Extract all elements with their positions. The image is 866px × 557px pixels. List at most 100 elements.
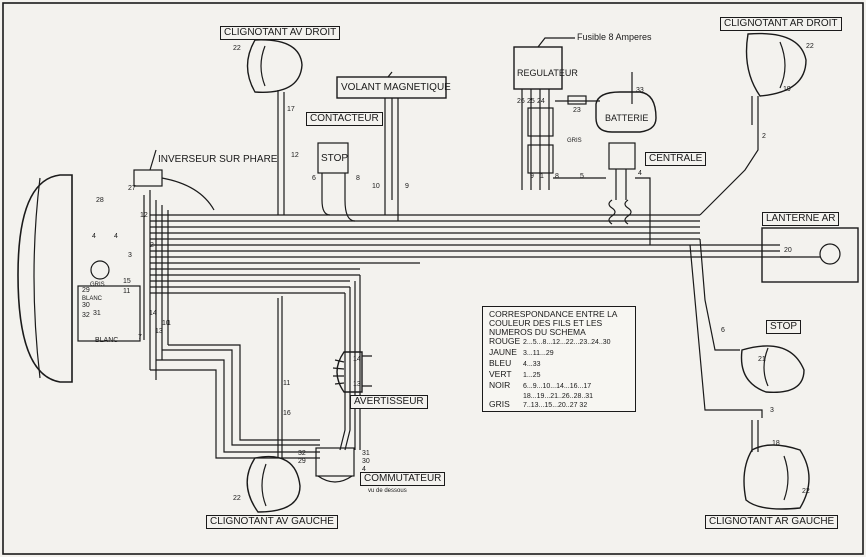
wire-number: 26 xyxy=(517,98,525,105)
headlamp-lens xyxy=(33,177,41,379)
blanc-label-small: BLANC xyxy=(82,296,103,302)
legend-numbers: 3...11...29 xyxy=(523,350,554,357)
lower-harness xyxy=(150,275,361,459)
wire-number: 1 xyxy=(167,320,171,327)
legend-color: NOIR xyxy=(489,380,511,390)
regulateur-wires xyxy=(521,89,550,190)
stop-ar-lens xyxy=(763,347,769,387)
volant-wire-tails xyxy=(384,200,399,221)
centrale-box xyxy=(608,142,636,170)
legend-title: CORRESPONDANCE ENTRE LA COULEUR DES FILS… xyxy=(489,309,617,337)
stop-ar-label: STOP xyxy=(766,320,802,334)
lanterne-ar-bulb xyxy=(819,243,841,265)
clignotant-ar-droit-lens xyxy=(779,41,786,89)
wire-number: 8 xyxy=(555,173,559,180)
centrale-coil-2 xyxy=(624,199,632,225)
legend-color: VERT xyxy=(489,369,512,379)
commutateur-sub-label: vu de dessous xyxy=(368,488,407,494)
avertisseur-label: AVERTISSEUR xyxy=(350,395,428,409)
clignotant-av-droit-lamp xyxy=(246,39,303,93)
inverseur-switch xyxy=(133,169,163,187)
wire-number: 2 xyxy=(150,242,154,249)
wire-number: 14 xyxy=(353,356,361,363)
wire-number: 31 xyxy=(362,450,370,457)
wire-number: 30 xyxy=(82,302,90,309)
wire-number: 23 xyxy=(573,107,581,114)
wire-6-stop xyxy=(699,238,740,351)
headlamp-connector-block xyxy=(77,285,141,342)
lanterne-ar-box xyxy=(761,227,859,283)
batterie-body xyxy=(595,91,657,133)
headlamp-bulb xyxy=(90,260,110,280)
lanterne-ar-label: LANTERNE AR xyxy=(762,212,840,226)
wire-number: 3 xyxy=(770,407,774,414)
wire-number: 22 xyxy=(233,495,241,502)
avertisseur-terminals xyxy=(362,355,372,387)
legend-numbers: 4...33 xyxy=(523,361,541,368)
wire-number: 3 xyxy=(128,252,132,259)
wire-number: 28 xyxy=(96,197,104,204)
wire-11-16 xyxy=(277,296,283,458)
avertisseur-body xyxy=(336,351,363,393)
wire-2-ar xyxy=(699,96,759,216)
volant-magnetique-label: VOLANT MAGNETIQUE xyxy=(341,82,451,93)
wire-8-contact xyxy=(344,173,356,222)
batterie-label: BATTERIE xyxy=(605,113,649,123)
wire-number: 27 xyxy=(128,185,136,192)
blanc-label: BLANC xyxy=(95,337,119,344)
wire-number: 32 xyxy=(298,450,306,457)
commutateur-body xyxy=(315,447,355,477)
regulateur-connector xyxy=(527,107,554,137)
stop-ar-lamp xyxy=(740,345,805,394)
wire-number: 11 xyxy=(283,380,291,387)
wire-number: 12 xyxy=(291,152,299,159)
wire-number: 4 xyxy=(114,233,118,240)
left-harness-vertical xyxy=(143,190,169,380)
legend-numbers: 18...19...21..26..28..31 xyxy=(523,393,594,400)
wire-number: 18 xyxy=(772,440,780,447)
wire-number: 6 xyxy=(721,327,725,334)
wire-number: 6 xyxy=(312,175,316,182)
wire-number: 9 xyxy=(530,173,534,180)
wire-6-contact xyxy=(321,173,331,216)
centrale-label: CENTRALE xyxy=(645,152,707,166)
gris-label-reg: GRIS xyxy=(567,138,582,144)
wire-number: 9 xyxy=(405,183,409,190)
commutateur-bottom xyxy=(317,475,353,483)
inverseur-lever xyxy=(149,149,157,171)
wire-number: 13 xyxy=(353,381,361,388)
contacteur-label: CONTACTEUR xyxy=(306,112,383,126)
wire-4-cent xyxy=(635,177,651,245)
wire-number: 31 xyxy=(93,310,101,317)
legend-color: GRIS xyxy=(489,399,510,409)
legend-numbers: 2...5...8...12...22...23..24..30 xyxy=(523,339,611,346)
centrale-coil-1 xyxy=(608,199,616,225)
inverseur-label: INVERSEUR SUR PHARE xyxy=(158,154,278,165)
wire-number: 32 xyxy=(82,312,90,319)
wire-number: 22 xyxy=(233,45,241,52)
wire-number: 4 xyxy=(362,466,366,473)
legend-color: ROUGE xyxy=(489,336,521,346)
stop-contact-box xyxy=(317,142,349,174)
wire-number: 5 xyxy=(580,173,584,180)
stop-contact-label: STOP xyxy=(321,153,349,164)
wire-number: 13 xyxy=(155,328,163,335)
wire-number: 22 xyxy=(806,43,814,50)
wire-number: 14 xyxy=(149,310,157,317)
wire-number: 29 xyxy=(82,287,90,294)
wire-number: 22 xyxy=(802,488,810,495)
main-harness xyxy=(150,214,790,294)
clignotant-ar-gauche-lamp xyxy=(743,444,810,510)
clignotant-ar-droit-label: CLIGNOTANT AR DROIT xyxy=(720,17,842,31)
wire-number: 15 xyxy=(123,278,131,285)
fusible-lead xyxy=(537,37,575,48)
wire-number: 21 xyxy=(758,356,766,363)
clignotant-av-gauche-label: CLIGNOTANT AV GAUCHE xyxy=(206,515,338,529)
wire-number: 25 xyxy=(527,98,535,105)
